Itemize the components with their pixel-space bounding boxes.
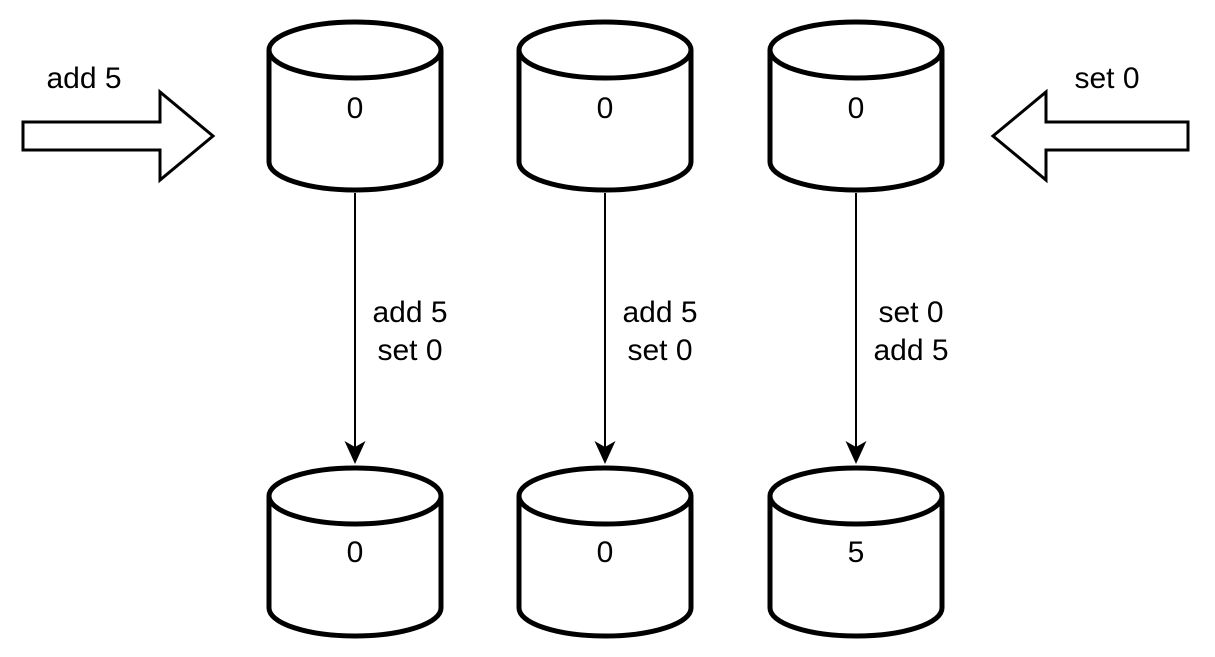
inbound-op-left-label: add 5 [46,62,121,95]
replica-3-after-value: 5 [848,536,865,569]
db-cylinder-bottom-3: 5 [767,465,945,639]
db-cylinder-bottom-2: 0 [516,465,694,639]
db-cylinder-bottom-1: 0 [266,465,444,639]
ops-arrow-2: add 5 set 0 [594,193,698,464]
ops-arrow-1: add 5 set 0 [344,193,448,464]
replica-1-after-value: 0 [347,536,364,569]
db-cylinder-top-1: 0 [266,19,444,193]
replica-1-op-2: set 0 [377,334,442,367]
database-cylinder-top-icon [767,465,945,527]
database-cylinder-icon [266,496,444,639]
inbound-op-right: set 0 [990,62,1190,184]
replica-column-3: 0 set 0 add 5 5 [767,19,949,639]
down-arrowhead-icon [845,441,867,464]
database-cylinder-top-icon [516,465,694,527]
database-cylinder-top-icon [516,19,694,81]
database-cylinder-top-icon [266,19,444,81]
inbound-op-right-label: set 0 [1074,62,1139,95]
database-cylinder-icon [266,50,444,193]
replica-2-op-2: set 0 [627,334,692,367]
block-arrow-left-icon [990,88,1190,184]
inbound-op-left: add 5 [21,62,216,184]
block-arrow-right-icon [21,88,216,184]
database-cylinder-icon [516,496,694,639]
ops-arrow-3: set 0 add 5 [845,193,949,464]
replica-2-op-1: add 5 [622,296,697,329]
replica-2-after-value: 0 [597,536,614,569]
db-cylinder-top-3: 0 [767,19,945,193]
replica-1-op-1: add 5 [372,296,447,329]
down-arrowhead-icon [344,441,366,464]
replica-column-1: 0 add 5 set 0 0 [266,19,448,639]
replica-3-before-value: 0 [848,92,865,125]
replica-3-op-1: set 0 [878,296,943,329]
replica-2-before-value: 0 [597,92,614,125]
database-cylinder-icon [767,50,945,193]
replica-column-2: 0 add 5 set 0 0 [516,19,698,639]
database-cylinder-top-icon [767,19,945,81]
db-cylinder-top-2: 0 [516,19,694,193]
database-cylinder-icon [767,496,945,639]
database-cylinder-top-icon [266,465,444,527]
database-cylinder-icon [516,50,694,193]
replica-1-before-value: 0 [347,92,364,125]
down-arrowhead-icon [594,441,616,464]
replica-3-op-2: add 5 [873,334,948,367]
